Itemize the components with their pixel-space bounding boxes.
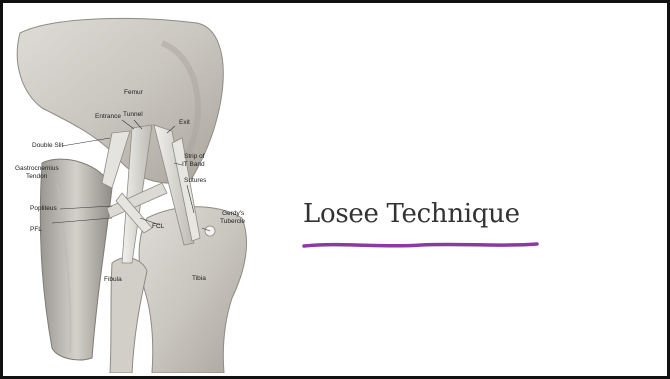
label-entrance: Entrance xyxy=(95,113,121,120)
label-fibula: Fibula xyxy=(104,276,122,283)
label-tubercle: Tubercle xyxy=(220,218,245,225)
label-popliteus: Popliteus xyxy=(30,205,57,212)
label-tendon: Tendon xyxy=(26,173,47,180)
label-fcl: FCL xyxy=(152,223,164,230)
label-femur: Femur xyxy=(124,89,143,96)
label-sutures: Sutures xyxy=(184,177,206,184)
label-exit: Exit xyxy=(179,119,190,126)
knee-anatomy-illustration: Femur Entrance Tunnel Exit Double Slit G… xyxy=(12,13,280,373)
label-strip-of: Strip of xyxy=(184,153,205,160)
title-underline xyxy=(301,238,541,252)
label-tibia: Tibia xyxy=(192,275,206,282)
label-pfl: PFL xyxy=(30,226,42,233)
label-it-band: IT Band xyxy=(182,161,205,168)
label-tunnel: Tunnel xyxy=(123,111,143,118)
label-gastrocnemius: Gastrocnemius xyxy=(15,165,59,172)
knee-anatomy-drawing xyxy=(12,13,280,373)
slide-title: Losee Technique xyxy=(303,199,520,229)
label-double-slit: Double Slit xyxy=(32,142,63,149)
label-gerdys: Gerdy's xyxy=(222,210,244,217)
